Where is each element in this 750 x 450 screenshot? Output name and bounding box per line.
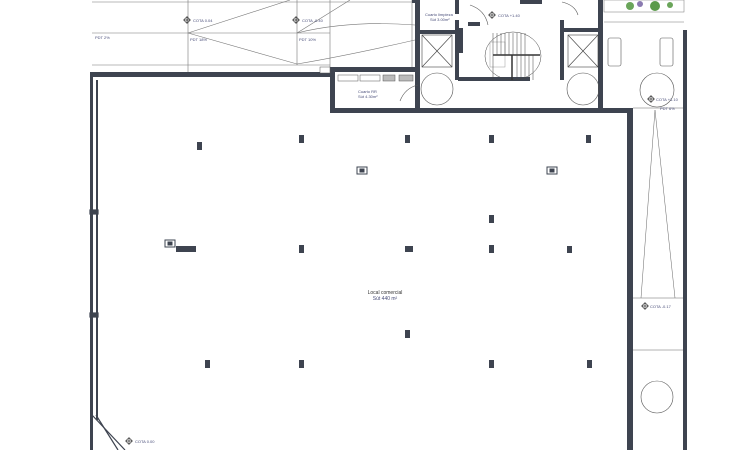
- room-area: Sút 3.00m²: [430, 17, 450, 22]
- room-label: Cuarto RR: [358, 89, 377, 94]
- planter: [603, 0, 685, 23]
- pillar: [405, 330, 410, 338]
- pillar: [587, 360, 592, 368]
- cota-label: COTA -0.17: [650, 304, 671, 309]
- level-marker-icons: [125, 11, 655, 445]
- pillars: [176, 135, 592, 368]
- exterior-ramp-lines: [92, 0, 416, 74]
- cota-label: COTA -0.40: [302, 18, 323, 23]
- level-marker-icon: [641, 302, 649, 310]
- ducts: [164, 166, 558, 248]
- cota-label: COTA +1.40: [498, 13, 520, 18]
- benches: [607, 37, 674, 67]
- slope-label: PDT 18%: [190, 37, 208, 42]
- pillar: [176, 246, 196, 252]
- pillar: [489, 245, 494, 253]
- room-area: Sút 4.30m²: [358, 94, 378, 99]
- pillar: [197, 142, 202, 150]
- pillar: [299, 135, 304, 143]
- pillar: [567, 246, 572, 253]
- cota-label: COTA 0.00: [135, 439, 155, 444]
- cota-label: COTA +1.10: [656, 97, 678, 102]
- cota-label: COTA 0.04: [193, 18, 213, 23]
- pillar: [405, 246, 413, 252]
- right-ramp: [633, 107, 683, 351]
- room-title: Local comercial: [367, 290, 403, 296]
- level-marker-icon: [183, 16, 191, 24]
- pillar: [299, 360, 304, 368]
- pillar: [405, 135, 410, 143]
- slope-label: PDT 10%: [299, 37, 317, 42]
- slope-label: PDT 6%: [660, 106, 675, 111]
- level-marker-icon: [647, 95, 655, 103]
- meter-boxes: [319, 66, 414, 82]
- elevator-left: [421, 34, 453, 68]
- pillar: [489, 215, 494, 223]
- pillar: [586, 135, 591, 143]
- pillar: [205, 360, 210, 368]
- staircase: [484, 31, 542, 81]
- elevator-right: [567, 34, 599, 68]
- turning-circles: [399, 1, 675, 414]
- level-marker-icon: [488, 11, 496, 19]
- slope-label: PDT 2%: [95, 35, 110, 40]
- level-marker-icon: [292, 16, 300, 24]
- pillar: [489, 135, 494, 143]
- left-facade: [89, 209, 126, 450]
- walls: [90, 0, 687, 450]
- pillar: [299, 245, 304, 253]
- pillar: [489, 360, 494, 368]
- level-marker-icon: [125, 437, 133, 445]
- room-area: Sút 440 m²: [372, 296, 398, 302]
- room-label: Cuarto limpieza: [425, 12, 453, 17]
